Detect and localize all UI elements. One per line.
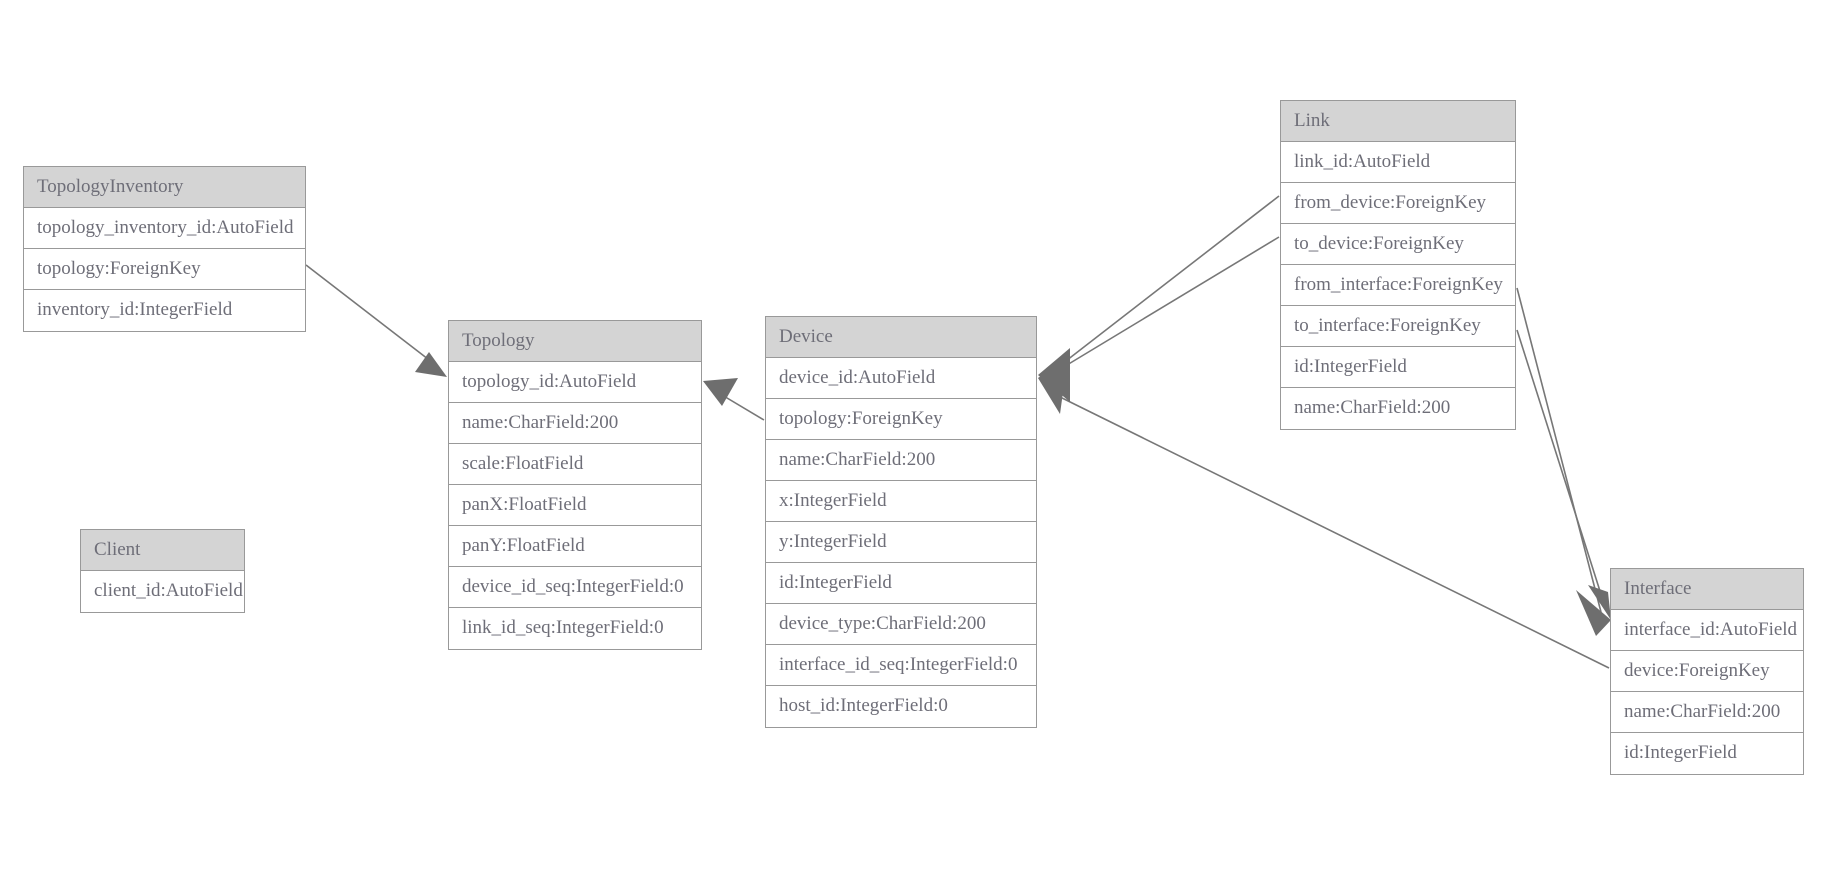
rel-link-from-interface [1516, 287, 1602, 613]
entity-field: topology_id:AutoField [449, 362, 701, 403]
entity-field: client_id:AutoField [81, 571, 244, 612]
entity-field: panX:FloatField [449, 485, 701, 526]
rel-link-to-interface [1516, 329, 1607, 611]
entity-field: name:CharField:200 [1281, 388, 1515, 429]
entity-title-client: Client [81, 530, 244, 571]
entity-title-topology: Topology [449, 321, 701, 362]
entity-field: device_id_seq:IntegerField:0 [449, 567, 701, 608]
entity-title-topology_inventory: TopologyInventory [24, 167, 305, 208]
entity-field: topology:ForeignKey [24, 249, 305, 290]
entity-field: scale:FloatField [449, 444, 701, 485]
entity-field: name:CharField:200 [766, 440, 1036, 481]
rel-interface-device [1057, 395, 1610, 669]
entity-field: device:ForeignKey [1611, 651, 1803, 692]
entity-field: link_id:AutoField [1281, 142, 1515, 183]
entity-field: from_device:ForeignKey [1281, 183, 1515, 224]
entity-title-link: Link [1281, 101, 1515, 142]
entity-field: link_id_seq:IntegerField:0 [449, 608, 701, 649]
entity-field: topology_inventory_id:AutoField [24, 208, 305, 249]
entity-field: device_id:AutoField [766, 358, 1036, 399]
entity-field: device_type:CharField:200 [766, 604, 1036, 645]
entity-field: id:IntegerField [1611, 733, 1803, 774]
entity-field: panY:FloatField [449, 526, 701, 567]
entity-field: name:CharField:200 [1611, 692, 1803, 733]
rel-topologyinventory-topology [305, 264, 447, 377]
device-incoming-arrowhead [1038, 348, 1070, 414]
entity-field: from_interface:ForeignKey [1281, 265, 1515, 306]
entity-field: to_interface:ForeignKey [1281, 306, 1515, 347]
entity-field: interface_id:AutoField [1611, 610, 1803, 651]
entity-field: id:IntegerField [1281, 347, 1515, 388]
rel-device-topology [703, 378, 765, 421]
entity-field: topology:ForeignKey [766, 399, 1036, 440]
rel-link-from-device [1061, 195, 1280, 365]
interface-incoming-arrowhead [1576, 585, 1611, 636]
entity-field: x:IntegerField [766, 481, 1036, 522]
entity-field: y:IntegerField [766, 522, 1036, 563]
entity-field: id:IntegerField [766, 563, 1036, 604]
entity-title-device: Device [766, 317, 1036, 358]
entity-field: to_device:ForeignKey [1281, 224, 1515, 265]
entity-title-interface: Interface [1611, 569, 1803, 610]
entity-field: inventory_id:IntegerField [24, 290, 305, 331]
entity-field: interface_id_seq:IntegerField:0 [766, 645, 1036, 686]
entity-field: name:CharField:200 [449, 403, 701, 444]
rel-link-to-device [1061, 236, 1280, 369]
entity-field: host_id:IntegerField:0 [766, 686, 1036, 727]
